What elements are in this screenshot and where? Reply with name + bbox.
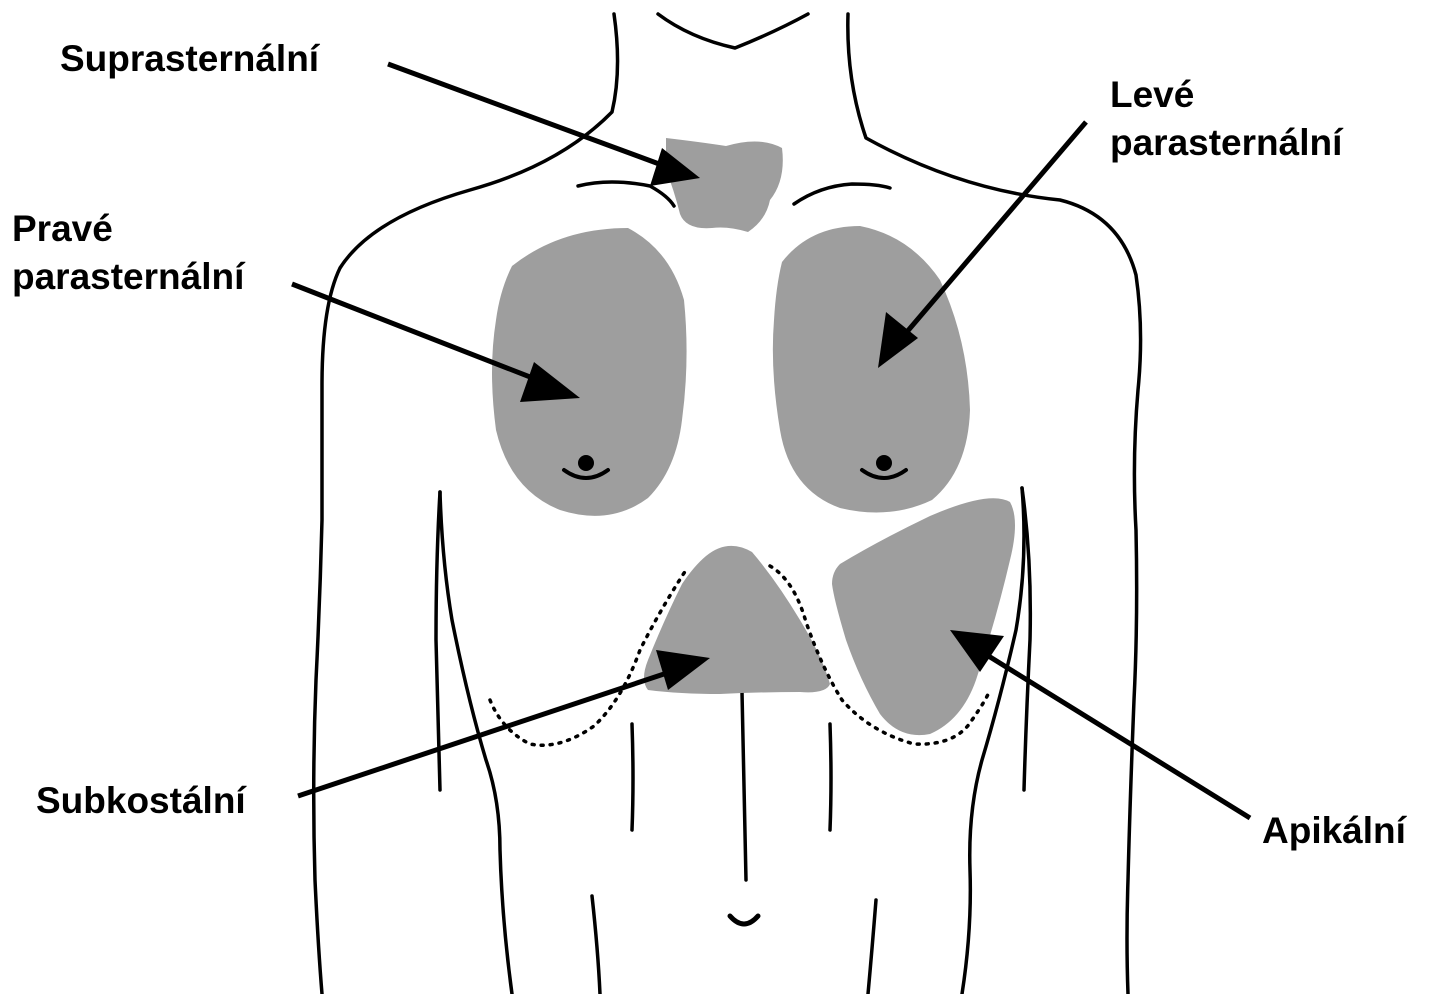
label-right-parasternal-line2: parasternální [12,254,244,300]
apical-region [832,498,1015,735]
left-nipple-dot [876,455,892,471]
left-clavicle [578,182,674,206]
abdomen-left-line [632,724,633,830]
suprasternal-arrow-line [388,64,670,168]
label-suprasternal: Suprasternální [60,36,319,82]
right-nipple-dot [578,455,594,471]
label-subcostal: Subkostální [36,778,246,824]
neck-collar [658,14,808,48]
left-parasternal-arrow-line [900,122,1086,340]
label-left-parasternal-line2: parasternální [1110,120,1342,166]
probe-regions [492,138,1015,735]
label-left-parasternal-line1: Levé [1110,72,1194,118]
abdomen-lower-right [868,900,876,994]
suprasternal-region [666,138,783,232]
subcostal-arrow-line [298,670,676,796]
left-parasternal-region [773,226,970,513]
left-torso-side [436,492,440,790]
apical-arrow-line [982,652,1250,818]
label-apical: Apikální [1262,808,1406,854]
abdomen-lower-left [592,896,600,994]
label-right-parasternal-line1: Pravé [12,206,113,252]
right-clavicle [794,184,890,204]
linea-alba [742,692,746,880]
abdomen-right-line [830,724,831,830]
navel [730,916,758,924]
